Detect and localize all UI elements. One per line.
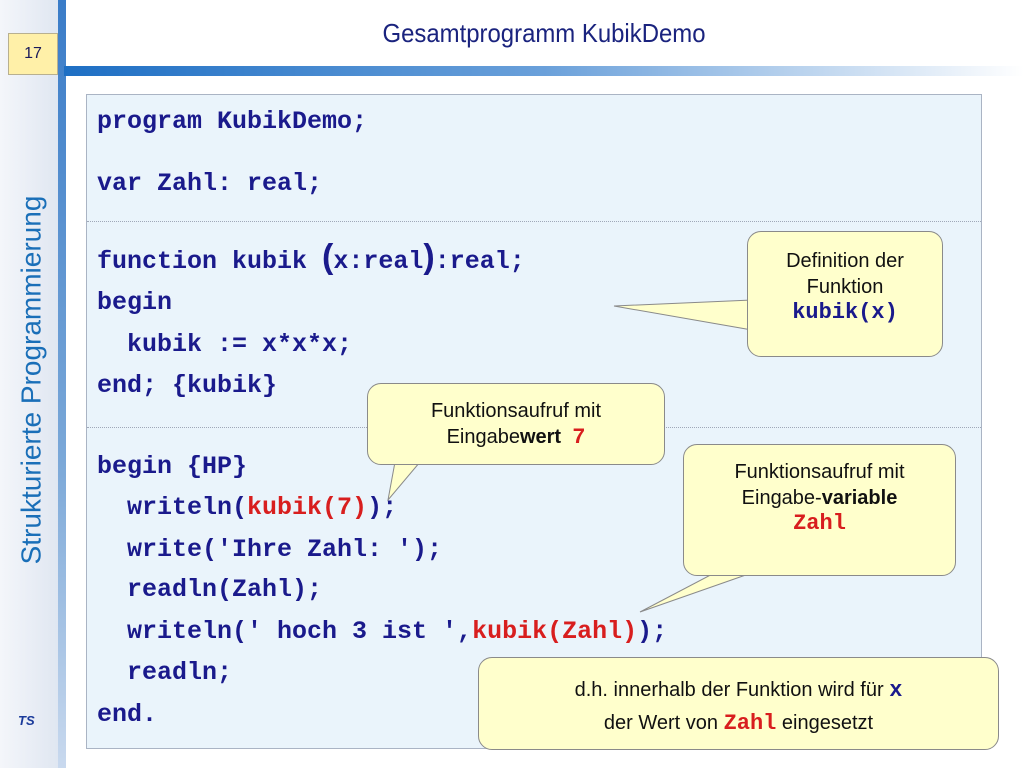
sidebar: 17 Strukturierte Programmierung TS <box>0 0 64 768</box>
code-fn-keyword: function kubik <box>97 247 323 276</box>
callout-call-variable-prefix: Eingabe- <box>741 487 822 509</box>
sidebar-background <box>0 0 60 768</box>
code-fn-return: :real; <box>434 247 525 276</box>
title-underline-bar <box>64 66 1024 76</box>
slide-title: Gesamtprogramm KubikDemo <box>382 18 706 48</box>
callout-call-value-line2: Eingabewert 7 <box>368 424 664 451</box>
code-line-readln-zahl: readln(Zahl); <box>97 575 323 604</box>
vertical-title-text: Strukturierte Programmierung <box>15 195 46 565</box>
code-writeln-open: writeln( <box>97 493 248 522</box>
callout-note-line2: der Wert von Zahl eingesetzt <box>479 707 998 740</box>
code-fn-paren-close: ) <box>423 238 435 276</box>
callout-call-variable-line1: Funktionsaufruf mit <box>734 461 905 483</box>
callout-note-text2: der Wert von <box>603 712 724 734</box>
code-kubik-zahl: kubik(Zahl) <box>472 617 638 646</box>
callout-call-value: Funktionsaufruf mit Eingabewert 7 <box>367 383 665 465</box>
callout-call-variable: Funktionsaufruf mit Eingabe-variable Zah… <box>683 444 956 576</box>
callout-call-variable-line2: Eingabe-variable <box>684 485 955 511</box>
code-writeln2-close: ); <box>637 617 668 646</box>
callout-definition: Definition der Funktion kubik(x) <box>747 231 943 357</box>
callout-call-value-number: 7 <box>572 425 586 450</box>
callout-note-text1: d.h. innerhalb der Funktion wird für <box>574 679 890 701</box>
callout-note-text3: eingesetzt <box>776 712 874 734</box>
ts-logo: TS <box>18 713 35 728</box>
code-kubik-7: kubik(7) <box>247 493 368 522</box>
callout-definition-line2: Funktion <box>806 276 884 298</box>
callout-call-value-line1: Funktionsaufruf mit <box>430 400 602 422</box>
code-line-program: program KubikDemo; <box>97 107 368 136</box>
vertical-accent-bar <box>58 0 66 768</box>
code-line-var: var Zahl: real; <box>97 169 323 198</box>
code-line-end: end. <box>97 700 158 729</box>
code-line-writeln-7: writeln(kubik(7)); <box>97 493 397 522</box>
callout-definition-code: kubik(x) <box>792 300 898 325</box>
callout-note-zahl: Zahl <box>723 711 777 736</box>
code-line-readln: readln; <box>97 658 233 687</box>
code-line-function: function kubik (x:real):real; <box>97 238 525 277</box>
vertical-title: Strukturierte Programmierung <box>6 140 56 620</box>
code-line-begin-hp: begin {HP} <box>97 452 248 481</box>
code-writeln-close: ); <box>367 493 398 522</box>
callout-call-variable-code: Zahl <box>793 511 846 536</box>
callout-call-value-bold: wert <box>519 426 562 448</box>
code-line-end-kubik: end; {kubik} <box>97 371 278 400</box>
callout-definition-line1: Definition der <box>786 250 904 272</box>
code-line-begin: begin <box>97 288 173 317</box>
code-separator-1 <box>87 221 981 222</box>
callout-call-variable-bold: variable <box>821 487 898 509</box>
code-line-write: write('Ihre Zahl: '); <box>97 535 443 564</box>
code-writeln2-open: writeln(' hoch 3 ist ', <box>97 617 473 646</box>
code-line-writeln-zahl: writeln(' hoch 3 ist ',kubik(Zahl)); <box>97 617 667 646</box>
code-fn-param: x:real <box>333 247 424 276</box>
code-fn-paren-open: ( <box>322 238 334 276</box>
callout-call-value-prefix: Eingabe <box>446 426 520 448</box>
callout-note: d.h. innerhalb der Funktion wird für x d… <box>478 657 999 750</box>
slide-number: 17 <box>8 33 58 75</box>
callout-note-x: x <box>889 678 903 703</box>
code-line-kubik-assign: kubik := x*x*x; <box>97 330 353 359</box>
callout-note-line1: d.h. innerhalb der Funktion wird für x <box>479 674 998 707</box>
